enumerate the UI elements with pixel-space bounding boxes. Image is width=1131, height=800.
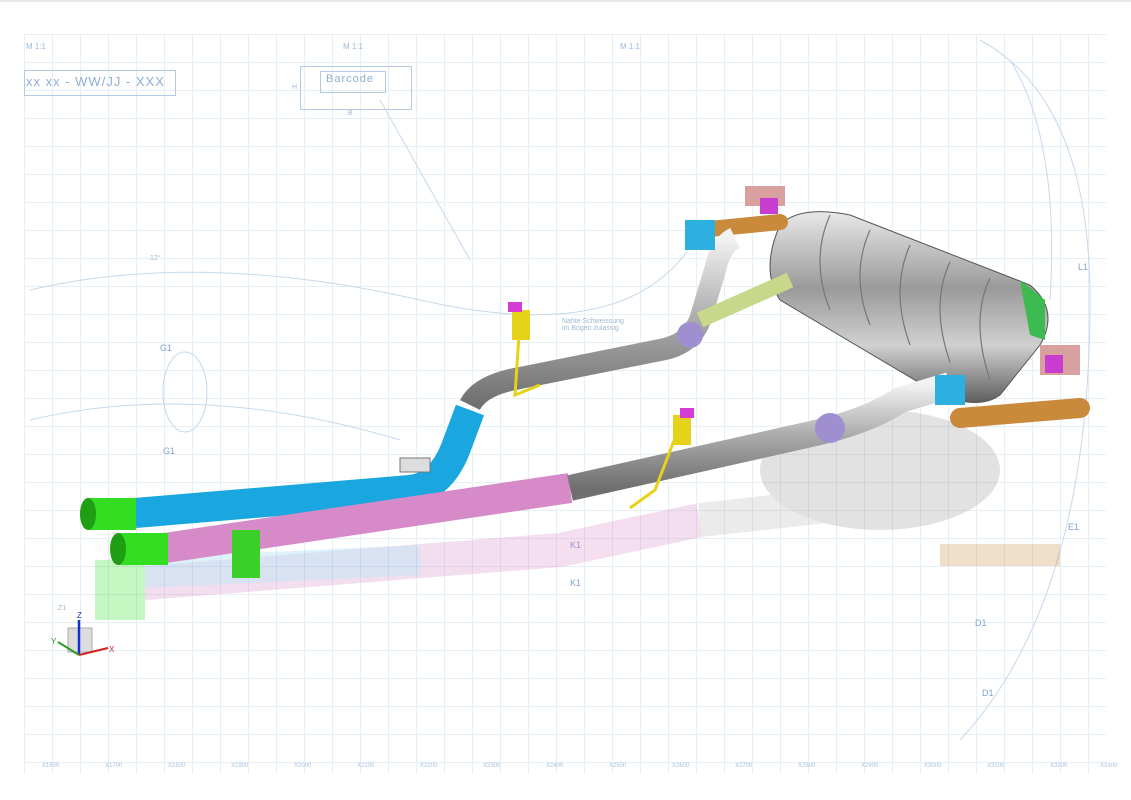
- scale-label-left: M 1:1: [26, 42, 47, 51]
- x-tick: X3300: [1100, 763, 1118, 769]
- x-tick: X2300: [483, 763, 501, 769]
- dimension-b: B: [348, 110, 353, 117]
- weld-note: Nahte Schweissung im Bogen zulassig: [562, 318, 624, 332]
- tailpipe-lower: [950, 398, 1090, 428]
- x-tick: X1800: [168, 763, 186, 769]
- tip-right: [110, 533, 168, 565]
- x-tick: X2600: [672, 763, 690, 769]
- x-tick: X3000: [924, 763, 942, 769]
- x-tick: X2200: [420, 763, 438, 769]
- x-tick: X1900: [231, 763, 249, 769]
- x-tick: X2400: [546, 763, 564, 769]
- left-front-pipe: [133, 404, 485, 528]
- part-code: xx xx - WW/JJ - XXX: [26, 74, 165, 89]
- pipe-joint: [815, 413, 845, 443]
- barcode-box: [320, 71, 386, 93]
- pipe-joint: [677, 322, 703, 348]
- axis-y-label: Y: [51, 637, 57, 646]
- x-tick: X2800: [798, 763, 816, 769]
- x-tick: X2500: [609, 763, 627, 769]
- x-tick: X2100: [357, 763, 375, 769]
- rear-muffler: [769, 211, 1049, 403]
- barcode-label: Barcode: [326, 73, 374, 85]
- section-label: G1: [163, 446, 176, 456]
- section-label: K1: [570, 578, 582, 588]
- axis-x-label: X: [109, 645, 115, 654]
- section-label: E1: [1068, 522, 1080, 532]
- axis-z-label: Z: [77, 611, 82, 620]
- section-label: D1: [982, 688, 994, 698]
- barcode-frame: [300, 66, 412, 110]
- top-border: [0, 0, 1131, 2]
- angle-label: 12°: [150, 255, 161, 262]
- section-label: L1: [1078, 262, 1089, 272]
- crossover-pipe: [696, 272, 794, 328]
- left-center-pipe: [460, 228, 741, 411]
- x-tick: X2700: [735, 763, 753, 769]
- x-tick: X3100: [987, 763, 1005, 769]
- scale-label-center: M 1:1: [343, 42, 364, 51]
- scale-label-right: M 1:1: [620, 42, 641, 51]
- x-tick: X1700: [105, 763, 123, 769]
- blueprint-outline: [29, 39, 1091, 741]
- part-code-box: [24, 70, 176, 96]
- hanger-brackets: [232, 186, 1080, 578]
- section-label: Z1: [58, 605, 67, 612]
- section-label: G1: [160, 343, 173, 353]
- x-tick: X2000: [294, 763, 312, 769]
- dimension-h: H: [292, 84, 298, 91]
- axis-triad: [57, 620, 109, 656]
- x-tick: X1600: [42, 763, 60, 769]
- section-label: K1: [570, 540, 582, 550]
- x-tick: X3200: [1050, 763, 1068, 769]
- tip-left: [80, 498, 136, 530]
- section-label: D1: [975, 618, 987, 628]
- x-tick: X2900: [861, 763, 879, 769]
